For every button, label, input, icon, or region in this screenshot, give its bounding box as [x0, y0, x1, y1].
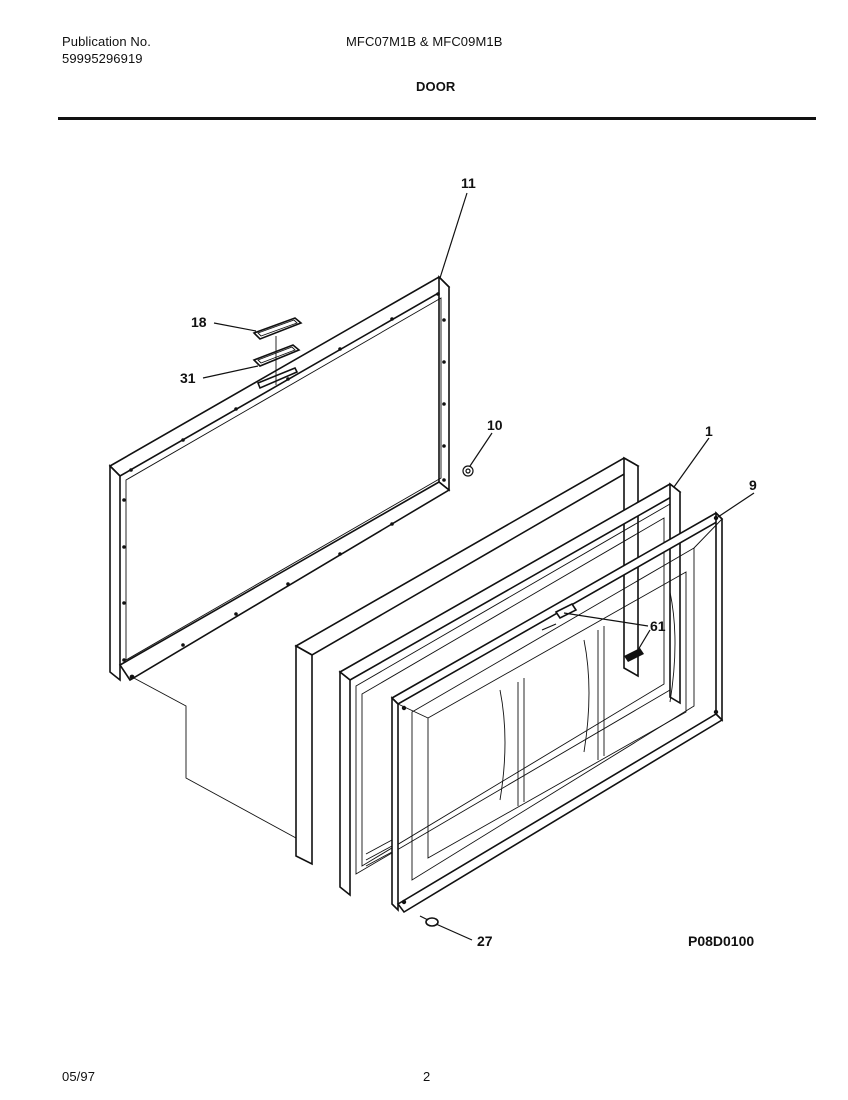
- callout-61: 61: [650, 618, 666, 634]
- publication-number: 59995296919: [62, 51, 143, 66]
- handle-part: [252, 317, 303, 390]
- model-numbers: MFC07M1B & MFC09M1B: [346, 34, 503, 49]
- page-number: 2: [423, 1069, 431, 1084]
- section-title: DOOR: [416, 79, 456, 94]
- drawing-code: P08D0100: [688, 933, 754, 949]
- callout-31: 31: [180, 370, 196, 386]
- callout-1: 1: [705, 423, 713, 439]
- screw-part: [419, 915, 439, 927]
- leader-lines: [202, 192, 755, 941]
- callout-9: 9: [749, 477, 757, 493]
- publication-label: Publication No.: [62, 34, 151, 49]
- callout-27: 27: [477, 933, 493, 949]
- callout-11: 11: [461, 175, 476, 191]
- outer-door-panel: [390, 511, 724, 914]
- door-liner-frame: [108, 275, 451, 682]
- callout-18: 18: [191, 314, 207, 330]
- footer-date: 05/97: [62, 1069, 96, 1084]
- hinge-clip-part: [541, 602, 644, 662]
- header-rule: [58, 117, 816, 120]
- callout-10: 10: [487, 417, 503, 433]
- assembly-guide-line: [131, 676, 297, 839]
- bumper-part: [462, 465, 474, 477]
